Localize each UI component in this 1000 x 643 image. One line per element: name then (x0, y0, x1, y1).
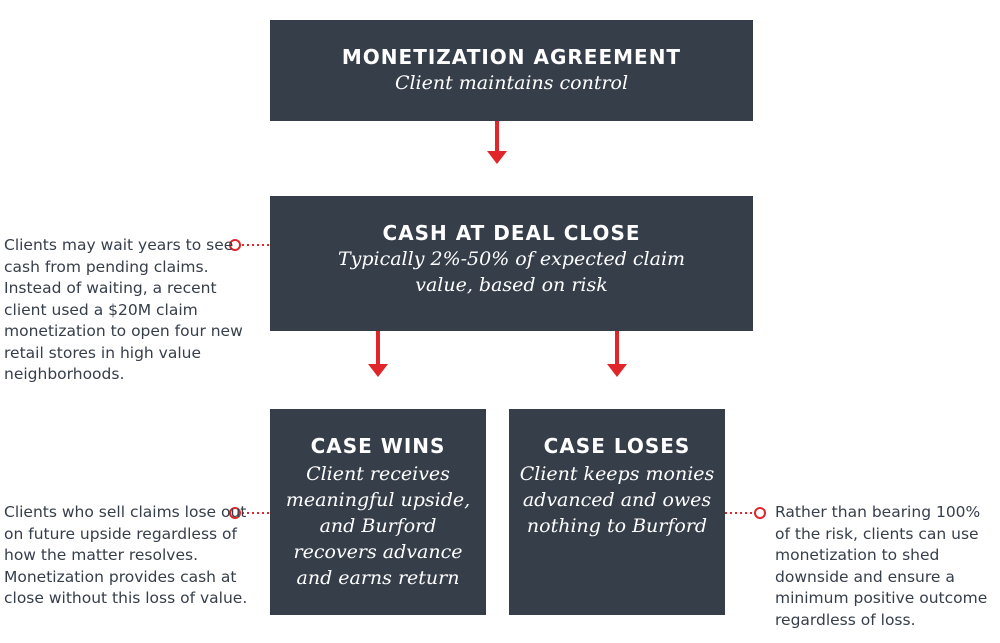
box-subtitle: Client receives meaningful upside, and B… (285, 463, 471, 589)
box-title: MONETIZATION AGREEMENT (341, 45, 682, 69)
box-case-wins: CASE WINS Client receives meaningful ups… (270, 409, 486, 615)
box-subtitle: Client keeps monies advanced and owes no… (519, 463, 715, 537)
arrow-cash-to-loses (607, 331, 627, 377)
box-subtitle: Client maintains control (394, 72, 629, 94)
box-case-loses: CASE LOSES Client keeps monies advanced … (509, 409, 725, 615)
note-selling-claims: Clients who sell claims lose out on futu… (4, 503, 248, 607)
arrow-head (368, 364, 388, 377)
arrow-agreement-to-cash (487, 121, 507, 164)
arrow-head (487, 151, 507, 164)
note-waiting-for-cash: Clients may wait years to see cash from … (4, 236, 243, 383)
box-title: CASE LOSES (543, 434, 691, 458)
box-cash-at-deal-close: CASH AT DEAL CLOSE Typically 2%-50% of e… (270, 196, 753, 331)
box-monetization-agreement: MONETIZATION AGREEMENT Client maintains … (270, 20, 753, 121)
note-shedding-risk: Rather than bearing 100% of the risk, cl… (775, 503, 988, 629)
callout-dot (754, 507, 766, 519)
callout-connector-risk (725, 507, 766, 519)
arrow-head (607, 364, 627, 377)
box-subtitle: Typically 2%-50% of expected claim value… (337, 248, 686, 296)
box-title: CASE WINS (310, 434, 446, 458)
box-title: CASH AT DEAL CLOSE (382, 221, 641, 245)
arrow-cash-to-wins (368, 331, 388, 377)
